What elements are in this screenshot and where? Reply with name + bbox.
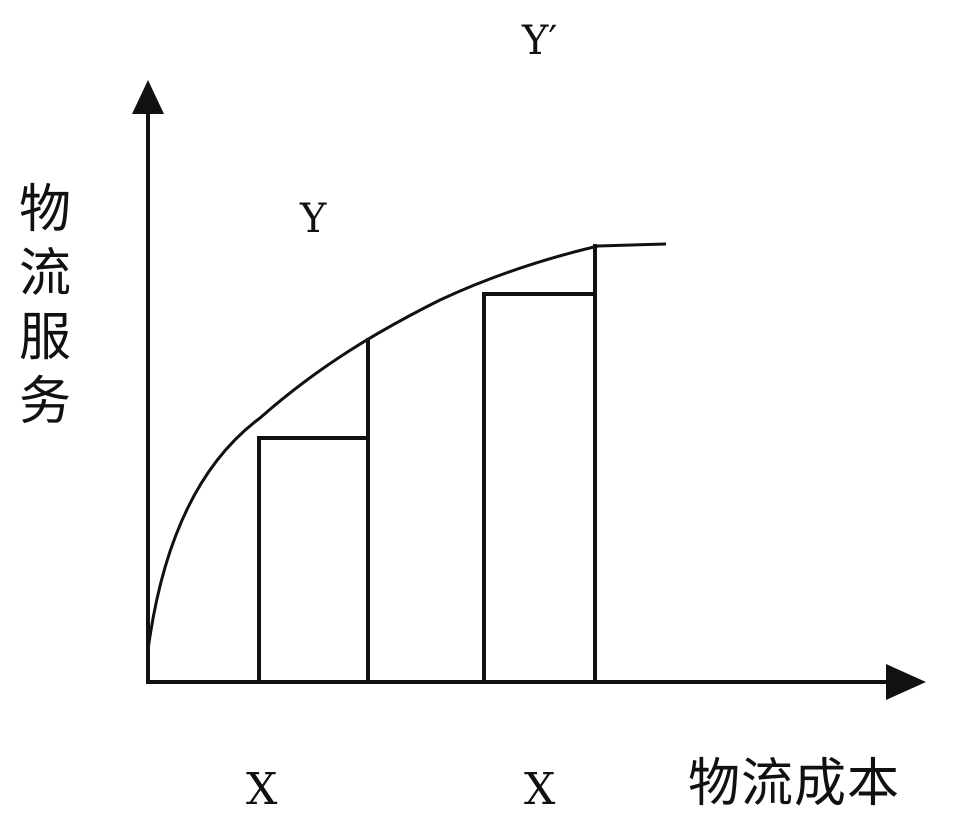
y-axis-char-1: 物	[18, 180, 71, 240]
box-1	[257, 436, 370, 684]
y-axis-char-3: 服	[18, 308, 71, 368]
y-axis-char-2: 流	[18, 244, 71, 304]
service-cost-curve	[146, 242, 667, 651]
y-axis-char-4: 务	[18, 372, 71, 432]
x-point-label-2: X	[524, 764, 556, 815]
curve-point-label-y: Y	[300, 196, 327, 242]
y-axis-arrowhead	[132, 80, 164, 114]
x-point-label-1: X	[246, 764, 278, 815]
x-axis-label: 物流成本	[688, 754, 901, 814]
y-axis-label: 物 流 服 务	[14, 178, 76, 434]
curve-point-label-y-prime: Y′	[522, 18, 558, 64]
x-axis-arrowhead	[886, 664, 926, 700]
box-2	[482, 292, 597, 684]
